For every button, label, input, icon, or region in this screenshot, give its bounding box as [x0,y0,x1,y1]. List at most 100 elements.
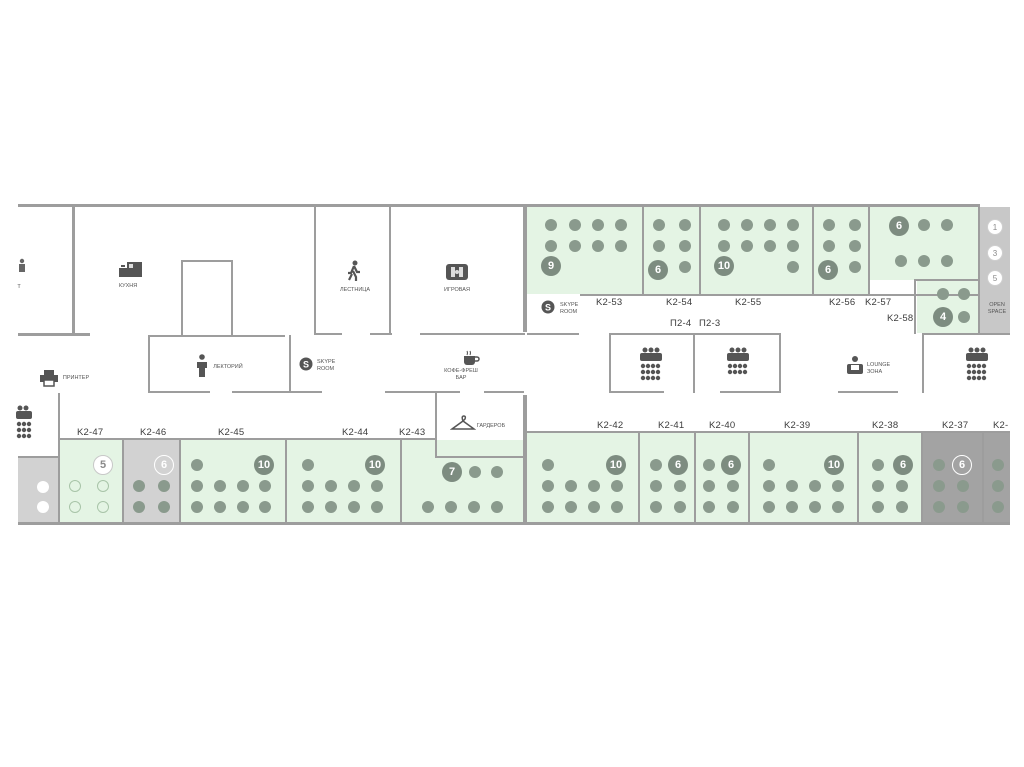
seat [703,459,715,471]
seat [650,459,662,471]
seat [823,219,835,231]
meeting-table-icon [966,347,988,381]
wall [148,391,210,393]
capacity-badge: 6 [648,260,668,280]
zone-label: КОФЕ-ФРЕШ БАР [444,368,478,381]
wall [435,456,525,458]
capacity-badge: 6 [952,455,972,475]
seat [763,459,775,471]
seat [809,480,821,492]
wall [400,440,402,523]
seat [650,501,662,513]
seat [941,219,953,231]
zone-label: SKYPE ROOM [317,359,336,372]
capacity-badge: 6 [721,455,741,475]
lecture-icon [197,354,207,377]
wall [914,279,916,334]
seat [992,501,1004,513]
capacity-badge: 9 [541,256,561,276]
room-k2-54[interactable] [643,207,699,294]
room-label: K2-45 [218,427,245,438]
seat [674,501,686,513]
seat [191,459,203,471]
wall [18,204,980,207]
skype-icon: S [541,300,555,314]
stairs-icon [348,260,360,281]
seat [542,480,554,492]
wall [58,393,60,523]
wall [699,207,701,295]
wall [693,333,695,393]
seat [849,219,861,231]
seat [491,501,503,513]
room-label: K2-38 [872,420,899,431]
wall [580,294,978,296]
seat [191,480,203,492]
open-space-seat-number: 3 [987,245,1003,261]
zone-label: ГАРДЕРОБ [476,423,506,429]
seat [545,240,557,252]
wall [314,207,316,335]
seat [191,501,203,513]
wall [285,440,287,523]
room-k2-38[interactable] [859,433,921,522]
seat [214,501,226,513]
wall [914,279,980,281]
meeting-table-icon [640,347,662,381]
seat [992,480,1004,492]
seat [97,501,109,513]
seat [69,501,81,513]
seat [615,240,627,252]
capacity-badge: 10 [606,455,626,475]
seat [259,480,271,492]
seat [348,501,360,513]
seat [786,480,798,492]
seat [679,219,691,231]
seat [933,459,945,471]
seat [302,459,314,471]
capacity-badge: 10 [714,256,734,276]
seat [957,480,969,492]
person-icon [19,258,25,272]
wall [642,207,644,295]
seat [786,501,798,513]
wall [232,391,322,393]
open-space-seat-number: 1 [987,219,1003,235]
room-k2-37[interactable] [923,433,982,522]
seat [69,480,81,492]
wall [179,440,181,523]
wall [748,433,750,523]
seat [764,219,776,231]
seat [727,480,739,492]
seat [653,240,665,252]
room-label: K2-56 [829,297,856,308]
seat [849,261,861,273]
room-label: K2- [993,420,1009,431]
room-k2-56[interactable] [813,207,868,294]
wall [978,207,980,334]
seat [763,501,775,513]
seat [727,501,739,513]
seat [918,255,930,267]
seat [588,501,600,513]
seat [896,480,908,492]
room-k2-46[interactable] [124,440,179,522]
seat [741,219,753,231]
zone-label: ИГРОВАЯ [444,287,470,293]
seat [703,501,715,513]
seat [703,480,715,492]
room-label: П2-3 [699,318,721,329]
room-k2-57[interactable] [869,207,978,280]
room-label: K2-40 [709,420,736,431]
seat [569,240,581,252]
seat [933,501,945,513]
seat [832,480,844,492]
zone-label: КУХНЯ [118,283,138,289]
room-label: K2-47 [77,427,104,438]
wall [609,391,664,393]
capacity-badge: 10 [254,455,274,475]
wall [181,260,233,262]
seat [542,501,554,513]
room-k2-43[interactable] [402,440,523,522]
room-k2-41[interactable] [640,433,694,522]
